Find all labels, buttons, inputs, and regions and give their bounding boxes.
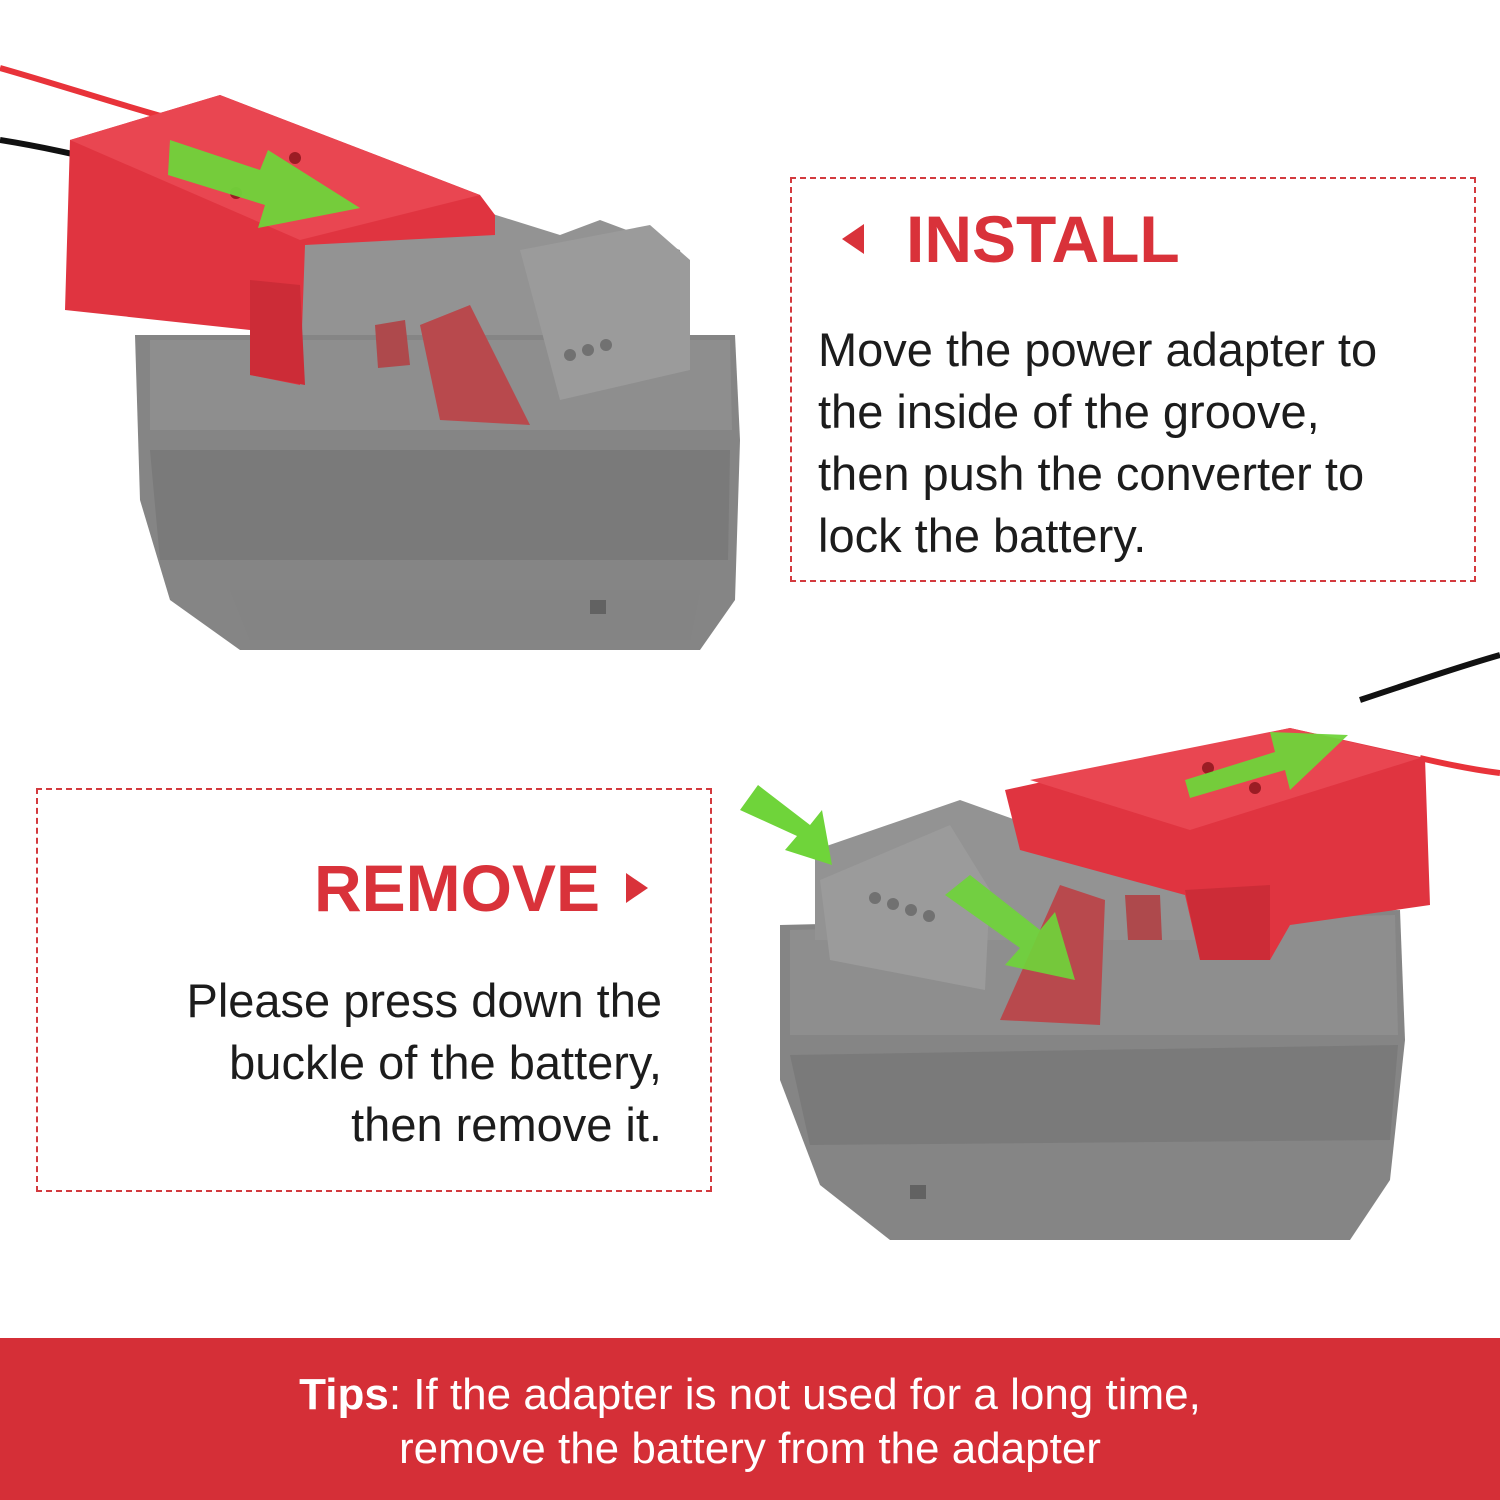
- battery: [780, 800, 1405, 1240]
- red-wire: [1419, 755, 1500, 776]
- install-heading: INSTALL: [842, 201, 1180, 277]
- green-arrow-icon: [945, 875, 1075, 980]
- install-illustration: [0, 65, 740, 650]
- install-line: Move the power adapter to: [818, 323, 1378, 376]
- tips-line-1-text: : If the adapter is not used for a long …: [388, 1370, 1201, 1419]
- red-wire: [0, 65, 176, 123]
- remove-heading-label: REMOVE: [313, 851, 600, 925]
- remove-line: buckle of the battery,: [229, 1036, 662, 1089]
- remove-illustration: [740, 652, 1500, 1240]
- triangle-right-icon: [626, 873, 648, 903]
- tips-text: Tips: If the adapter is not used for a l…: [0, 1368, 1500, 1476]
- tips-banner: Tips: If the adapter is not used for a l…: [0, 1338, 1500, 1500]
- remove-heading: REMOVE: [314, 850, 648, 926]
- install-heading-label: INSTALL: [906, 202, 1180, 276]
- remove-instructions: Please press down the buckle of the batt…: [62, 970, 662, 1156]
- install-panel: INSTALL Move the power adapter to the in…: [790, 177, 1476, 582]
- remove-line: Please press down the: [186, 974, 662, 1027]
- tips-label: Tips: [299, 1370, 389, 1419]
- remove-panel: REMOVE Please press down the buckle of t…: [36, 788, 712, 1192]
- install-line: then push the converter to: [818, 447, 1365, 500]
- tips-line-2: remove the battery from the adapter: [399, 1424, 1101, 1473]
- tips-line-1: Tips: If the adapter is not used for a l…: [0, 1368, 1500, 1422]
- triangle-left-icon: [842, 224, 864, 254]
- green-arrow-icon: [168, 140, 360, 228]
- remove-line: then remove it.: [351, 1098, 662, 1151]
- black-wire: [1359, 652, 1500, 703]
- install-line: lock the battery.: [818, 509, 1147, 562]
- green-arrow-icon: [1185, 732, 1348, 798]
- install-line: the inside of the groove,: [818, 385, 1320, 438]
- green-arrow-icon: [740, 785, 832, 865]
- install-instructions: Move the power adapter to the inside of …: [818, 319, 1468, 567]
- battery: [135, 210, 740, 650]
